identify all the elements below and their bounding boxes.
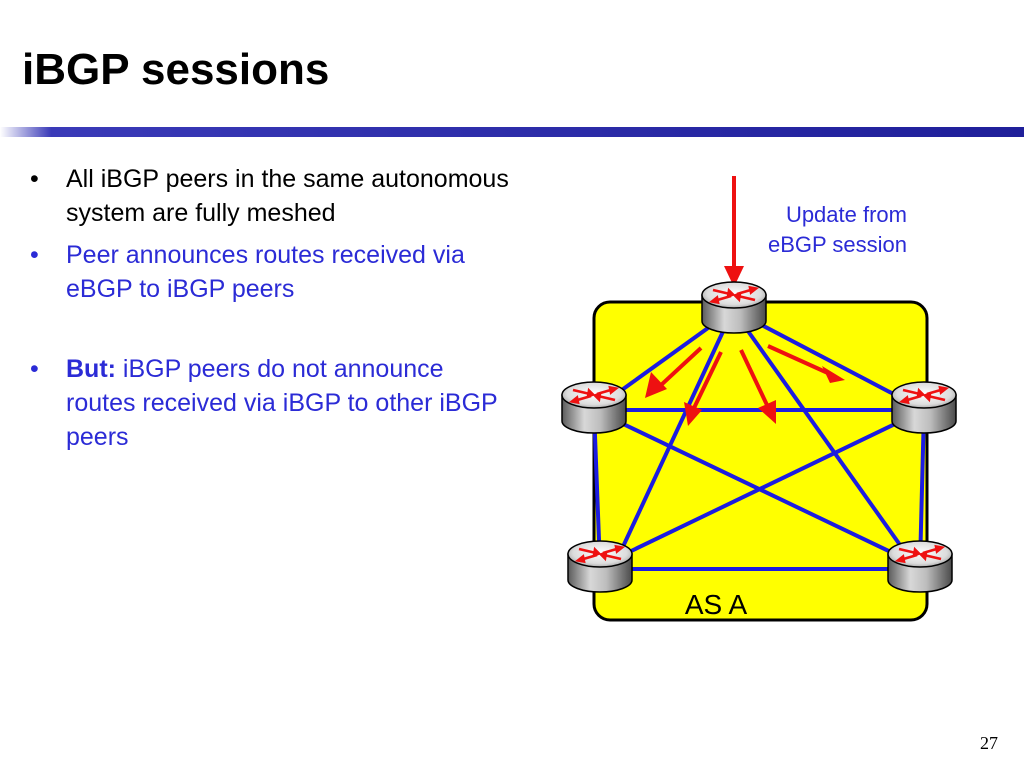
- update-label-line2: eBGP session: [768, 232, 907, 257]
- link-right-bottom-right: [918, 409, 926, 567]
- link-top-bottom-left: [612, 309, 735, 567]
- announce-arrow-right: [767, 344, 831, 376]
- bullet-no-ibgp-reannounce: But: iBGP peers do not announce routes r…: [30, 352, 510, 454]
- slide-title: iBGP sessions: [22, 45, 330, 94]
- as-label: AS A: [685, 589, 748, 620]
- link-left-bottom-right: [593, 408, 921, 568]
- bullet-ebgp-to-ibgp-text: Peer announces routes received via eBGP …: [66, 241, 465, 303]
- bullet-full-mesh: All iBGP peers in the same autonomous sy…: [30, 162, 510, 230]
- router-top: [700, 280, 768, 335]
- announce-arrow-bottom-left: [692, 351, 723, 409]
- announce-arrow-left: [658, 346, 703, 388]
- router-bottom-right: [886, 539, 954, 594]
- ibgp-announce-arrows: [645, 344, 845, 426]
- router-left: [560, 380, 628, 435]
- link-right-bottom-left: [599, 408, 925, 568]
- ebgp-update-arrow: [724, 176, 744, 287]
- link-left-bottom-left: [592, 409, 602, 567]
- announce-arrow-bottom-right: [739, 349, 769, 406]
- bullet-list: All iBGP peers in the same autonomous sy…: [30, 162, 510, 454]
- link-top-bottom-right: [731, 308, 917, 568]
- bullet-no-ibgp-reannounce-text: iBGP peers do not announce routes receiv…: [66, 355, 498, 451]
- slide-number: 27: [980, 733, 998, 753]
- ibgp-mesh-links: [592, 308, 926, 571]
- title-rule: [0, 127, 1024, 137]
- router-right: [890, 380, 958, 435]
- bullet-ebgp-to-ibgp: Peer announces routes received via eBGP …: [30, 238, 510, 306]
- router-bottom-left: [566, 539, 634, 594]
- bullet-but-label: But:: [66, 355, 116, 383]
- bullet-full-mesh-text: All iBGP peers in the same autonomous sy…: [66, 165, 509, 227]
- update-label-line1: Update from: [786, 202, 907, 227]
